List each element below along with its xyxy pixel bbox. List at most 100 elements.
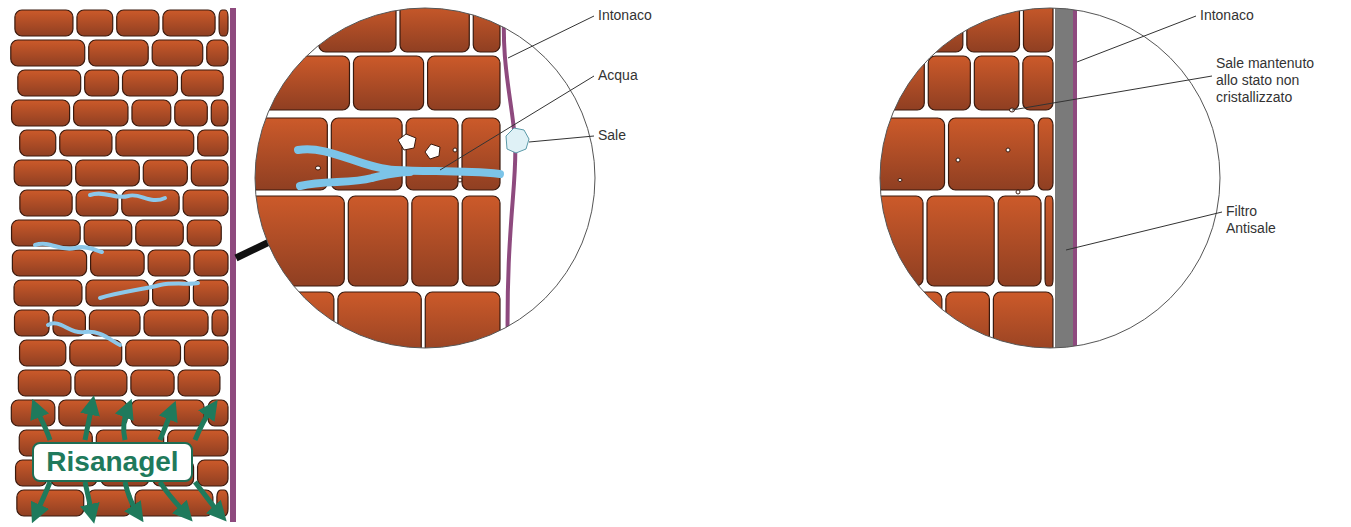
brick — [250, 292, 334, 362]
brick — [928, 56, 970, 110]
brick — [18, 70, 81, 96]
brick — [211, 100, 228, 126]
brick — [15, 10, 73, 36]
brick — [400, 2, 469, 52]
brick — [163, 10, 215, 36]
zoom-circle-outline — [880, 8, 1220, 348]
callout-label: Acqua — [598, 67, 718, 84]
brick-detail — [875, 2, 1053, 362]
brick — [148, 250, 190, 276]
brick — [11, 40, 85, 66]
callout-label: Sale — [598, 127, 718, 144]
brick — [198, 460, 228, 486]
brick — [136, 220, 184, 246]
brick — [181, 70, 223, 96]
brick — [993, 292, 1053, 362]
brick — [144, 310, 208, 336]
brick — [84, 220, 132, 246]
brick — [14, 160, 72, 186]
brick — [875, 196, 923, 286]
brick — [12, 250, 86, 276]
brick — [74, 100, 128, 126]
brick — [11, 400, 55, 426]
brick — [117, 10, 159, 36]
plaster-layer — [230, 8, 236, 522]
brick — [116, 130, 194, 156]
water-paths — [35, 194, 198, 345]
brick — [406, 118, 458, 190]
water-flow — [298, 149, 500, 186]
brick — [152, 40, 203, 66]
brick — [1023, 56, 1053, 110]
callout-label: Sale mantenuto allo stato non cristalliz… — [1216, 55, 1328, 105]
brick — [191, 160, 228, 186]
brick — [875, 2, 963, 52]
brick — [250, 56, 349, 110]
brick — [338, 292, 421, 362]
brick — [462, 118, 500, 190]
brick — [60, 130, 112, 156]
brick — [132, 100, 171, 126]
callout-label: Intonaco — [1200, 7, 1320, 24]
brick — [462, 196, 500, 286]
brick-detail — [250, 2, 500, 362]
brick — [187, 220, 221, 246]
brick — [875, 118, 945, 190]
brick — [18, 370, 71, 396]
brick — [143, 160, 187, 186]
brick — [198, 130, 228, 156]
brick — [473, 2, 500, 52]
brick — [425, 292, 500, 362]
brick — [88, 490, 131, 516]
brick — [998, 196, 1041, 286]
plaster-line — [1073, 0, 1077, 360]
product-name: Risanagel — [46, 448, 178, 476]
brick — [77, 10, 113, 36]
brick — [250, 118, 327, 190]
brick — [250, 2, 315, 52]
brick — [75, 370, 127, 396]
brick — [412, 196, 458, 286]
brick — [85, 70, 119, 96]
brick — [17, 490, 84, 516]
brick — [1038, 118, 1053, 190]
brick — [126, 340, 181, 366]
brick — [1045, 196, 1053, 286]
brick — [967, 2, 1020, 52]
brick — [89, 40, 148, 66]
brick — [875, 56, 924, 110]
anti-salt-filter — [1055, 0, 1073, 360]
brick — [91, 250, 145, 276]
brick — [949, 118, 1035, 190]
leader-lines — [440, 16, 1222, 250]
brick — [183, 190, 228, 216]
brick — [348, 196, 408, 286]
brick — [250, 196, 344, 286]
brick — [76, 160, 140, 186]
brick — [212, 310, 228, 336]
pores — [898, 108, 1020, 194]
zoom-circle-outline — [255, 8, 595, 348]
brick — [20, 130, 56, 156]
salt-crystal — [506, 128, 529, 153]
brick — [15, 310, 50, 336]
brick — [131, 370, 174, 396]
callout-label: Intonaco — [598, 7, 718, 24]
brick — [207, 40, 228, 66]
brick — [12, 100, 70, 126]
brick — [428, 56, 500, 110]
brick — [927, 196, 994, 286]
brick — [175, 100, 208, 126]
brick — [14, 280, 82, 306]
brick — [20, 340, 66, 366]
brick — [185, 340, 228, 366]
plaster-line — [504, 0, 516, 360]
brick — [59, 400, 127, 426]
brick — [974, 56, 1018, 110]
callout-label: Filtro Antisale — [1226, 203, 1306, 237]
brick-wall — [11, 10, 228, 516]
brick — [353, 56, 423, 110]
brick — [178, 370, 220, 396]
brick — [875, 292, 942, 362]
